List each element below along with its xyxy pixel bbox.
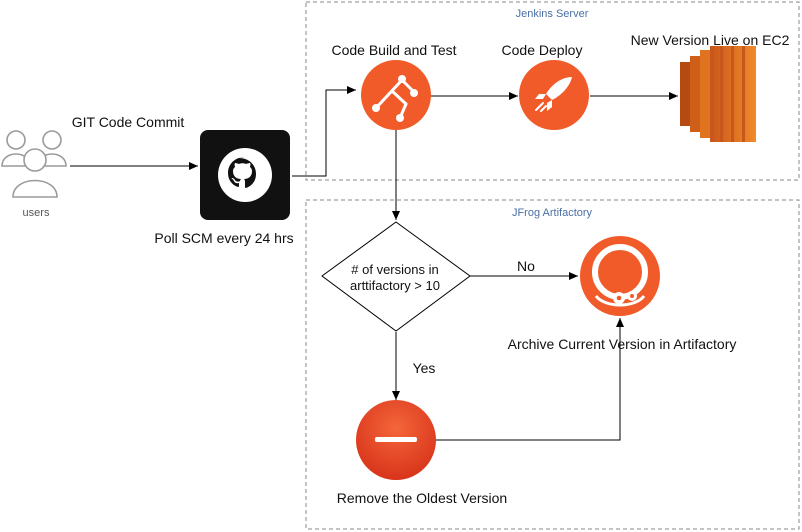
no-branch-label: No: [517, 258, 535, 274]
git-code-commit-label: GIT Code Commit: [71, 114, 185, 130]
edge-remove-to-archive: [436, 318, 624, 441]
decision-diamond: [321, 221, 471, 332]
users-label: users: [22, 207, 50, 219]
git-branch-icon: [361, 60, 431, 130]
yes-branch-label: Yes: [412, 360, 436, 376]
jenkins-server-label: Jenkins Server: [515, 8, 589, 20]
code-deploy-label: Code Deploy: [501, 42, 583, 58]
ec2-live-label: New Version Live on EC2: [630, 32, 790, 48]
code-build-test-label: Code Build and Test: [331, 42, 457, 58]
archive-label: Archive Current Version in Artifactory: [507, 336, 737, 352]
ec2-instance-icon: [680, 46, 756, 142]
rocket-icon: [519, 60, 589, 130]
remove-oldest-label: Remove the Oldest Version: [336, 490, 508, 506]
poll-scm-label: Poll SCM every 24 hrs: [154, 230, 294, 246]
jfrog-artifactory-group: [305, 199, 800, 530]
jfrog-artifactory-label: JFrog Artifactory: [511, 207, 593, 219]
minus-circle-icon: [356, 400, 436, 480]
edge-github-to-build: [292, 86, 356, 177]
artifactory-icon: [580, 236, 660, 316]
decision-text-line-2: arttifactory > 10: [350, 278, 440, 293]
jenkins-server-group: [305, 1, 800, 181]
users-icon: [1, 130, 67, 198]
github-icon: [200, 130, 290, 220]
decision-text-line-1: # of versions in: [351, 262, 439, 277]
